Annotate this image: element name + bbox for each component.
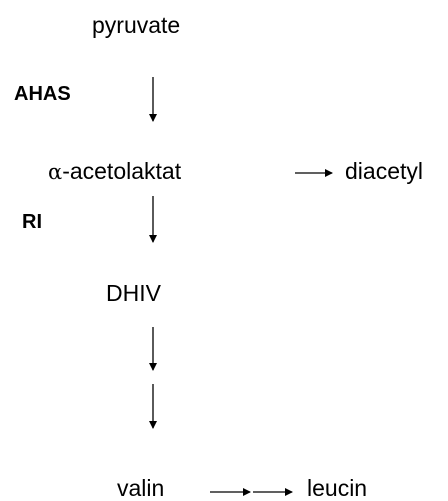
node-leucin: leucin: [307, 475, 368, 501]
node-diacetyl: diacetyl: [345, 158, 423, 184]
enzyme-ri-label: RI: [22, 211, 42, 233]
node-alpha-acetolactate: α-acetolaktat: [48, 160, 181, 183]
node-valin: valin: [117, 475, 165, 501]
enzyme-ahas-label: AHAS: [14, 83, 71, 105]
acetolactate-name: -acetolaktat: [62, 158, 182, 184]
node-pyruvate: pyruvate: [92, 12, 181, 38]
node-dhiv: DHIV: [106, 280, 161, 306]
alpha-symbol: α: [48, 160, 63, 184]
